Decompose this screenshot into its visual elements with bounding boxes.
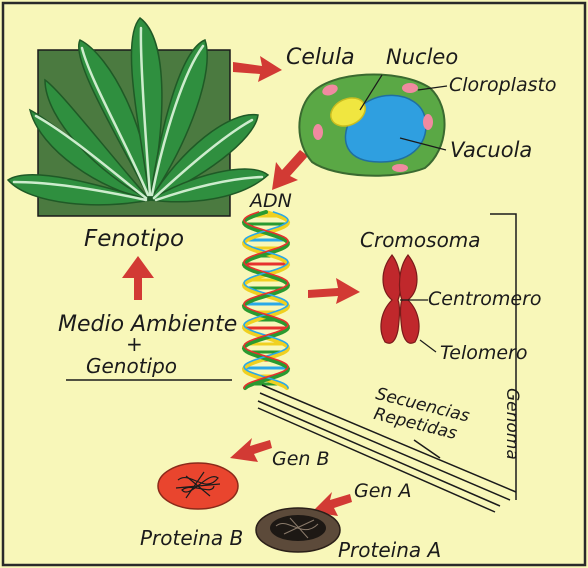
label-medio-ambiente: Medio Ambiente xyxy=(58,312,238,337)
leader-nucleus xyxy=(359,74,383,111)
label-gen-b: Gen B xyxy=(272,448,330,470)
genome-strand-3 xyxy=(257,400,501,507)
label-celula: Celula xyxy=(286,45,355,70)
arrow-to-protein-b xyxy=(230,438,272,462)
chloroplast-shape xyxy=(313,124,323,140)
dna-strand xyxy=(241,210,291,390)
leader-vacuole xyxy=(399,137,447,151)
label-vacuola: Vacuola xyxy=(450,138,533,162)
dna-helix xyxy=(241,210,291,390)
leaf xyxy=(44,78,151,201)
protein-b-illustration xyxy=(157,462,239,510)
genome-lines xyxy=(66,213,517,513)
leaf xyxy=(149,39,208,201)
plant-illustration xyxy=(6,16,270,217)
genome-strand-4 xyxy=(257,407,496,513)
chloroplast-shape xyxy=(392,164,408,172)
arrow-to-cell xyxy=(233,56,282,82)
leader-telomere xyxy=(419,339,437,353)
dna-strand xyxy=(243,211,289,389)
genome-strand-2 xyxy=(259,392,511,501)
leader-chloroplast xyxy=(417,85,448,91)
label-cromosoma: Cromosoma xyxy=(360,228,481,252)
leaf xyxy=(130,16,163,201)
chromatid-left xyxy=(380,254,402,344)
arrow-to-fenotipo xyxy=(122,256,154,300)
label-adn: ADN xyxy=(250,190,292,212)
label-centromero: Centromero xyxy=(428,288,542,310)
arrow-to-dna xyxy=(272,150,308,190)
label-nucleo: Nucleo xyxy=(386,45,459,69)
label-plus: + xyxy=(126,332,143,356)
label-proteina-a: Proteina A xyxy=(338,538,442,562)
genome-bracket xyxy=(490,213,517,500)
label-fenotipo: Fenotipo xyxy=(84,226,185,252)
cell-illustration xyxy=(298,73,448,177)
genome-strand-1 xyxy=(261,384,517,493)
label-telomero: Telomero xyxy=(440,342,528,364)
nucleus-shape xyxy=(330,97,366,127)
label-genotipo: Genotipo xyxy=(86,354,178,378)
label-gen-a: Gen A xyxy=(354,480,412,502)
chromosome-illustration xyxy=(380,254,437,353)
arrows xyxy=(122,56,360,516)
chloroplast-shape xyxy=(423,114,433,130)
label-genoma: Genoma xyxy=(502,388,522,460)
dna-strand xyxy=(243,211,289,389)
chloroplast-shape xyxy=(402,83,418,93)
chloroplast-shape xyxy=(322,84,338,96)
chromatid-right xyxy=(398,254,420,344)
label-cloroplasto: Cloroplasto xyxy=(449,74,557,96)
protein-a-illustration xyxy=(255,507,341,553)
arrow-to-chromosome xyxy=(308,278,360,304)
arrow-to-protein-a xyxy=(312,492,352,516)
leader-secuencias xyxy=(413,439,441,459)
label-proteina-b: Proteina B xyxy=(140,526,244,550)
